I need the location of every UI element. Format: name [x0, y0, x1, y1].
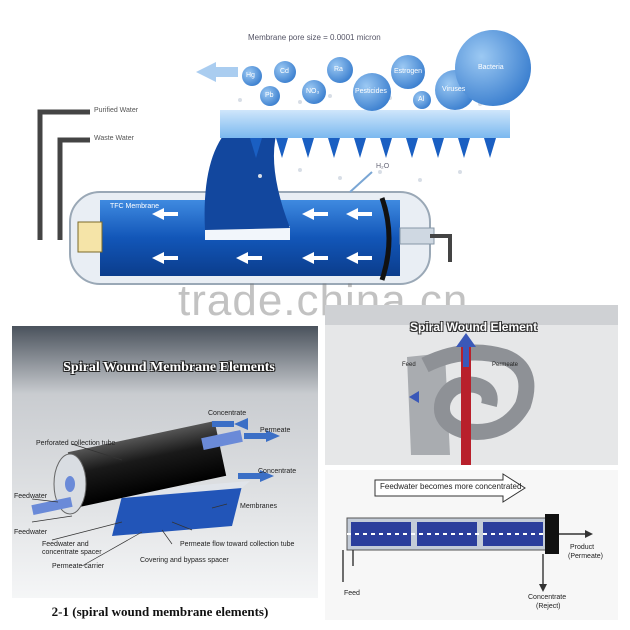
pore-size-label: Membrane pore size = 0.0001 micron — [248, 33, 381, 42]
ro-process-diagram — [37, 30, 531, 285]
contaminant-estrogen: Estrogen — [394, 68, 423, 75]
label-concentrate-right: Concentrate — [258, 468, 297, 475]
concentration-arrow — [374, 473, 526, 503]
panel2-spiral-element — [325, 305, 618, 465]
contaminant-viruses: Viruses — [442, 86, 466, 93]
h2o-arrow — [349, 171, 373, 193]
feed-inlet — [399, 227, 435, 245]
label-membranes: Membranes — [240, 503, 277, 510]
feed-pipe-3 — [342, 550, 354, 582]
brine-seal — [379, 197, 392, 281]
permeate-arrow — [456, 333, 476, 347]
contaminant-cd: Cd — [280, 68, 289, 75]
panel2-permeate-label: Permeate — [492, 362, 519, 368]
end-cap-left — [77, 221, 103, 253]
panel1-title: Spiral Wound Membrane Elements — [63, 360, 275, 375]
contaminant-pesticides: Pesticides — [355, 88, 387, 95]
contaminant-al: Al — [418, 96, 425, 103]
panel3-banner: Feedwater becomes more concentrated — [380, 482, 522, 491]
label-feed-spacer: Feedwater and concentrate spacer — [42, 541, 102, 556]
element-cylinder — [67, 421, 227, 507]
contaminant-bacteria: Bacteria — [478, 64, 504, 71]
contaminant-pb: Pb — [265, 92, 274, 99]
label-permeate: Permeate — [260, 427, 291, 434]
panel2-feed-label: Feed — [402, 362, 416, 368]
panel3-feed: Feed — [344, 590, 360, 597]
panel1-spiral-illustration — [12, 326, 318, 598]
feed-arrow — [409, 391, 419, 403]
feed-pipe — [430, 234, 452, 262]
contaminant-bubbles — [242, 30, 531, 111]
panel3-concentrate: Concentrate — [528, 594, 567, 601]
contaminant-hg: Hg — [246, 72, 255, 79]
panel3-permeate: (Permeate) — [568, 553, 604, 560]
label-permeate-carrier: Permeate carrier — [52, 563, 105, 570]
label-perforated-tube: Perforated collection tube — [36, 440, 116, 447]
panel1-leader-lines — [31, 443, 228, 567]
panel3-reject: (Reject) — [536, 603, 561, 610]
label-feedwater: Feedwater — [14, 493, 48, 500]
contaminant-ra: Ra — [334, 66, 343, 73]
panel3-pressure-vessel — [325, 470, 618, 620]
panel3-product: Product — [570, 544, 595, 551]
label-concentrate-top: Concentrate — [208, 410, 247, 417]
membrane-sheet-curl — [204, 112, 290, 230]
permeate-tube — [461, 345, 471, 465]
label-feedwater-2: Feedwater — [14, 529, 48, 536]
vessel-end-cap — [545, 514, 559, 554]
collection-tube — [201, 429, 243, 451]
waste-water-pipe — [57, 137, 90, 240]
membrane-band — [220, 110, 510, 138]
membrane-pores — [250, 138, 496, 158]
panel2-title: Spiral Wound Element — [410, 320, 538, 334]
label-covering-spacer: Covering and bypass spacer — [140, 557, 229, 564]
contaminant-no3: NO₃ — [306, 88, 320, 95]
purified-water-pipe — [37, 109, 90, 240]
purified-water-label: Purified Water — [94, 107, 139, 114]
tfc-membrane-label: TFC Membrane — [110, 203, 160, 210]
waste-water-label: Waste Water — [94, 135, 134, 142]
waste-flow-arrow — [196, 62, 216, 82]
label-permeate-flow: Permeate flow toward collection tube — [180, 541, 295, 548]
panel1-arrows — [212, 418, 280, 482]
membrane-sheet — [112, 486, 242, 536]
panel1-caption: 2-1 (spiral wound membrane elements) — [51, 604, 269, 619]
h2o-label: H₂O — [376, 163, 390, 170]
